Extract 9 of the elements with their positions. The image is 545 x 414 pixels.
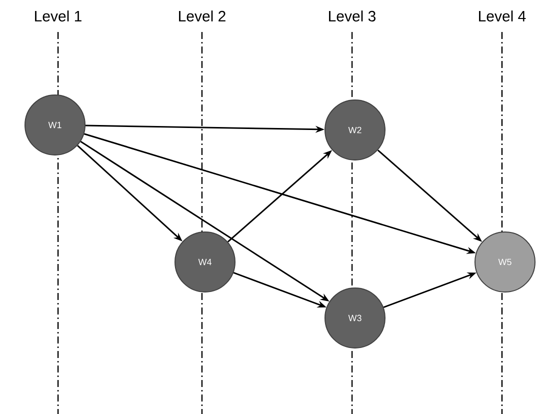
circle-node: W5 bbox=[474, 232, 536, 292]
circle-node: W3 bbox=[324, 288, 386, 348]
level-label: Level 2 bbox=[176, 10, 228, 22]
level-label: Level 1 bbox=[32, 10, 84, 22]
circle-node: W1 bbox=[24, 94, 86, 156]
level-label: Level 3 bbox=[326, 10, 378, 22]
circle-node: W4 bbox=[174, 232, 236, 292]
circle-node: W2 bbox=[324, 100, 386, 160]
level-label: Level 4 bbox=[476, 10, 528, 22]
